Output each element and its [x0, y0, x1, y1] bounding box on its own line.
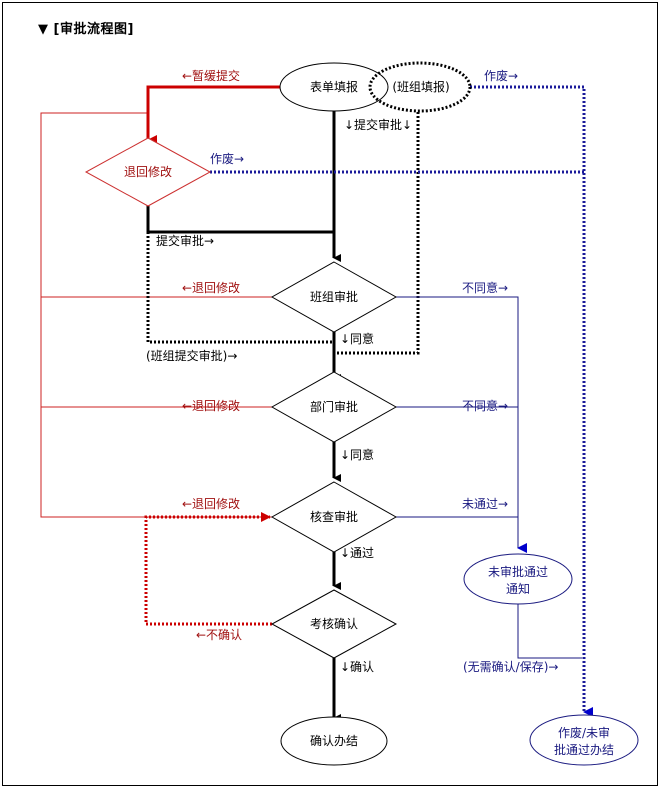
- node-return-modify[interactable]: 退回修改: [84, 137, 212, 207]
- edge-label-confirm: ↓确认: [340, 660, 374, 674]
- node-assess-confirm-label: 考核确认: [310, 617, 358, 631]
- node-confirm-done-label: 确认办结: [310, 733, 358, 748]
- edge-label-void-1: 作废→: [484, 68, 518, 83]
- edge-label-disagree-team: 不同意→: [462, 280, 508, 295]
- edge-label-not-passed: 未通过→: [462, 497, 508, 511]
- node-team-fill-label: (班组填报): [392, 79, 449, 94]
- main-flow-lines: [146, 110, 341, 722]
- node-dept-approval-label: 部门审批: [310, 399, 358, 414]
- node-return-modify-label: 退回修改: [124, 164, 172, 179]
- return-loop-left: [40, 112, 272, 518]
- node-confirm-done[interactable]: 确认办结: [280, 716, 388, 766]
- node-check-approval[interactable]: 核查审批: [270, 481, 398, 553]
- node-void-done-line1: 作废/未审: [558, 725, 610, 740]
- edge-label-passed: ↓通过: [340, 546, 374, 560]
- node-form-fill-label: 表单填报: [310, 79, 358, 94]
- pause-submit-line: [146, 85, 280, 145]
- return-lines: [40, 112, 272, 518]
- void-lines: [210, 85, 593, 717]
- node-void-done-line2: 批通过办结: [554, 742, 614, 757]
- node-team-approval[interactable]: 班组审批: [270, 261, 398, 333]
- node-check-approval-label: 核查审批: [310, 509, 358, 524]
- edge-label-return-team: ←退回修改: [182, 280, 240, 295]
- node-not-approved-notice[interactable]: 未审批通过 通知: [463, 553, 573, 605]
- edge-label-disagree-dept: 不同意→: [462, 398, 508, 413]
- node-dept-approval[interactable]: 部门审批: [270, 371, 398, 443]
- team-fill-dotted-lines: [146, 112, 420, 355]
- node-team-approval-label: 班组审批: [310, 289, 358, 304]
- not-confirm-line: [144, 512, 276, 626]
- edge-label-void-2: 作废→: [210, 151, 244, 166]
- edge-label-no-confirm-save: (无需确认/保存)→: [463, 660, 558, 674]
- edge-label-return-check: ←退回修改: [182, 496, 240, 511]
- node-not-approved-notice-line1: 未审批通过: [488, 564, 548, 579]
- node-assess-confirm[interactable]: 考核确认: [270, 589, 398, 659]
- edge-label-submit-approval-down: ↓提交审批↓: [344, 117, 412, 132]
- edge-label-pause-submit: ←暂缓提交: [182, 68, 240, 83]
- diagram-title: ▼ [审批流程图]: [38, 22, 134, 37]
- node-team-fill[interactable]: (班组填报): [368, 61, 472, 113]
- edge-label-team-submit: (班组提交审批)→: [146, 348, 237, 363]
- edge-label-not-confirm: ←不确认: [196, 628, 242, 642]
- edge-label-agree-dept: ↓同意: [340, 447, 374, 462]
- node-not-approved-notice-line2: 通知: [506, 582, 530, 596]
- edge-label-agree-team: ↓同意: [340, 331, 374, 346]
- node-form-fill[interactable]: 表单填报: [279, 62, 389, 112]
- node-void-done[interactable]: 作废/未审 批通过办结: [529, 714, 639, 766]
- edge-label-submit-approval-right: 提交审批→: [156, 233, 214, 248]
- disagree-lines: [396, 296, 582, 659]
- edge-label-return-dept: ←退回修改: [182, 398, 240, 413]
